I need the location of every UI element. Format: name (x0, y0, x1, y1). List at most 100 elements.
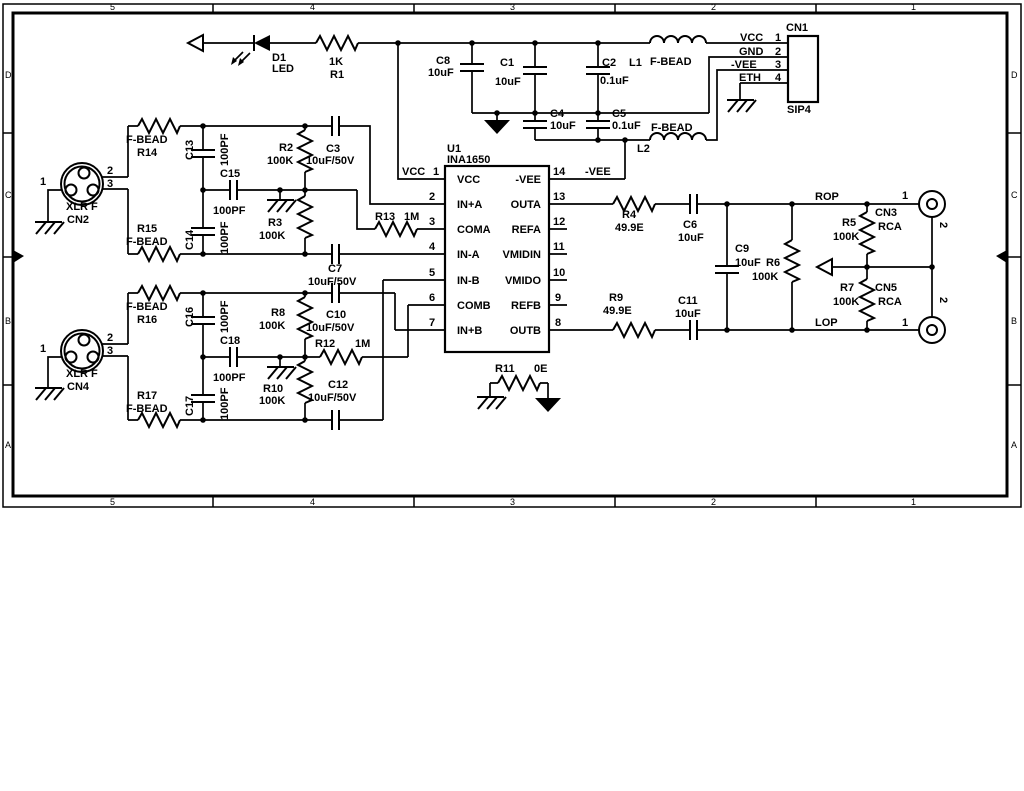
label-r11-ref: R11 (495, 363, 515, 375)
label-r17-val: F-BEAD (126, 403, 168, 415)
border-row-label: B (5, 316, 11, 326)
label-c3-val: 10uF/50V (306, 155, 355, 167)
label-cn1-pin-num: 2 (775, 46, 781, 58)
label-u1-pin-name: REFB (511, 300, 541, 312)
label-c7-ref: C7 (328, 263, 342, 275)
label-cn5-pin2: 2 (937, 297, 949, 303)
ic-u1: U1 INA1650 VCC -VEE 1 2 3 4 5 6 7 VCC IN… (402, 143, 611, 354)
label-u1-pin-name: VMIDO (505, 275, 542, 287)
resistor-r6 (782, 239, 802, 283)
label-cn2-pin3: 3 (107, 178, 113, 190)
border-row-label: A (5, 440, 11, 450)
label-c8-val: 10uF (428, 67, 454, 79)
label-r7-ref: R7 (840, 282, 854, 294)
label-d1-val: LED (272, 63, 294, 75)
label-r15-ref: R15 (137, 223, 157, 235)
label-c4-val: 10uF (550, 120, 576, 132)
label-r2-val: 100K (267, 155, 293, 167)
border-row-label: D (5, 70, 12, 80)
label-r13-ref: R13 (375, 211, 395, 223)
label-cn1-pin-num: 1 (775, 32, 781, 44)
label-c15-val: 100PF (213, 205, 246, 217)
label-r1-val: 1K (329, 56, 343, 68)
label-r9-ref: R9 (609, 292, 623, 304)
label-r1-ref: R1 (330, 69, 344, 81)
inductor-l1 (649, 35, 707, 44)
label-c6-ref: C6 (683, 219, 697, 231)
capacitor-c7 (331, 244, 340, 264)
label-u1-pin-num: 4 (429, 241, 436, 253)
rca-cn3-symbol (918, 190, 946, 218)
capacitor-c16 (191, 316, 215, 325)
resistor-r8 (295, 296, 315, 340)
label-r10-ref: R10 (263, 383, 283, 395)
capacitor-c13 (191, 149, 215, 158)
label-cn5-pin1: 1 (902, 317, 908, 329)
label-u1-pin-num: 3 (429, 216, 435, 228)
label-u1-pin-num: 8 (555, 317, 561, 329)
label-l1-val: F-BEAD (650, 56, 692, 68)
label-c13-val: 100PF (219, 133, 231, 166)
label-cn3-ref: CN3 (875, 207, 897, 219)
label-c17-ref: C17 (184, 396, 196, 416)
border-row-label: C (5, 190, 12, 200)
label-c17-val: 100PF (219, 387, 231, 420)
label-cn4-type: XLR F (66, 368, 98, 380)
label-u1-pin-num: 1 (433, 166, 439, 178)
left-center-mark-icon (13, 250, 24, 263)
border-col-label: 2 (711, 497, 716, 507)
label-c10-val: 10uF/50V (306, 322, 355, 334)
label-cn1-pin-name: VCC (740, 32, 763, 44)
resistor-r5 (857, 211, 877, 255)
label-c16-val: 100PF (219, 300, 231, 333)
label-cn1-type: SIP4 (787, 104, 812, 116)
xlr-cn2-symbol (60, 162, 104, 206)
label-c6-val: 10uF (678, 232, 704, 244)
label-c18-val: 100PF (213, 372, 246, 384)
label-c9-val: 10uF (735, 257, 761, 269)
label-r3-val: 100K (259, 230, 285, 242)
label-u1-pin-num: 6 (429, 292, 435, 304)
border-col-label: 4 (310, 2, 315, 12)
label-r15-val: F-BEAD (126, 236, 168, 248)
label-cn1-pin-num: 3 (775, 59, 781, 71)
label-c7-val: 10uF/50V (308, 276, 357, 288)
label-cn1-pin-name: -VEE (731, 59, 757, 71)
ic-u1-body (443, 164, 551, 354)
label-u1-pin-num: 10 (553, 267, 565, 279)
label-u1-ref: U1 (447, 143, 461, 155)
capacitor-c14 (191, 227, 215, 236)
label-cn5-ref: CN5 (875, 282, 897, 294)
label-c5-val: 0.1uF (612, 120, 641, 132)
label-cn1-pin-num: 4 (775, 72, 782, 84)
earth-ground-symbol (34, 387, 65, 401)
label-u1-pin-num: 14 (553, 166, 566, 178)
sheet-frame: 5 4 3 2 1 5 4 3 2 1 D C B A D C B A (2, 2, 1022, 508)
label-u1-pin-name: VCC (457, 174, 480, 186)
border-row-label: B (1011, 316, 1017, 326)
label-cn2-type: XLR F (66, 201, 98, 213)
resistor-r9 (612, 320, 656, 340)
label-r8-val: 100K (259, 320, 285, 332)
label-u1-pin-name: IN+A (457, 199, 482, 211)
border-row-label: D (1011, 70, 1018, 80)
label-u1-pin-name: IN-B (457, 275, 480, 287)
earth-ground-symbol (266, 366, 297, 380)
label-cn1-pin-name: ETH (739, 72, 761, 84)
resistor-r7 (857, 278, 877, 322)
border-tick-marks (3, 4, 1021, 507)
label-c2-val: 0.1uF (600, 75, 629, 87)
connector-cn1 (786, 34, 820, 104)
earth-ground-symbol (266, 199, 297, 213)
label-r16-ref: R16 (137, 314, 157, 326)
label-u1-pin-name: IN-A (457, 249, 480, 261)
label-u1-pin-name: OUTB (510, 325, 541, 337)
label-net-lop: LOP (815, 317, 838, 329)
border-col-label: 3 (510, 497, 515, 507)
capacitor-c6 (689, 194, 698, 214)
earth-ground-symbol (476, 396, 507, 410)
label-c4-ref: C4 (550, 108, 565, 120)
schematic-canvas: 5 4 3 2 1 5 4 3 2 1 D C B A D C B A (2, 2, 1022, 508)
label-u1-pin-name: OUTA (511, 199, 541, 211)
